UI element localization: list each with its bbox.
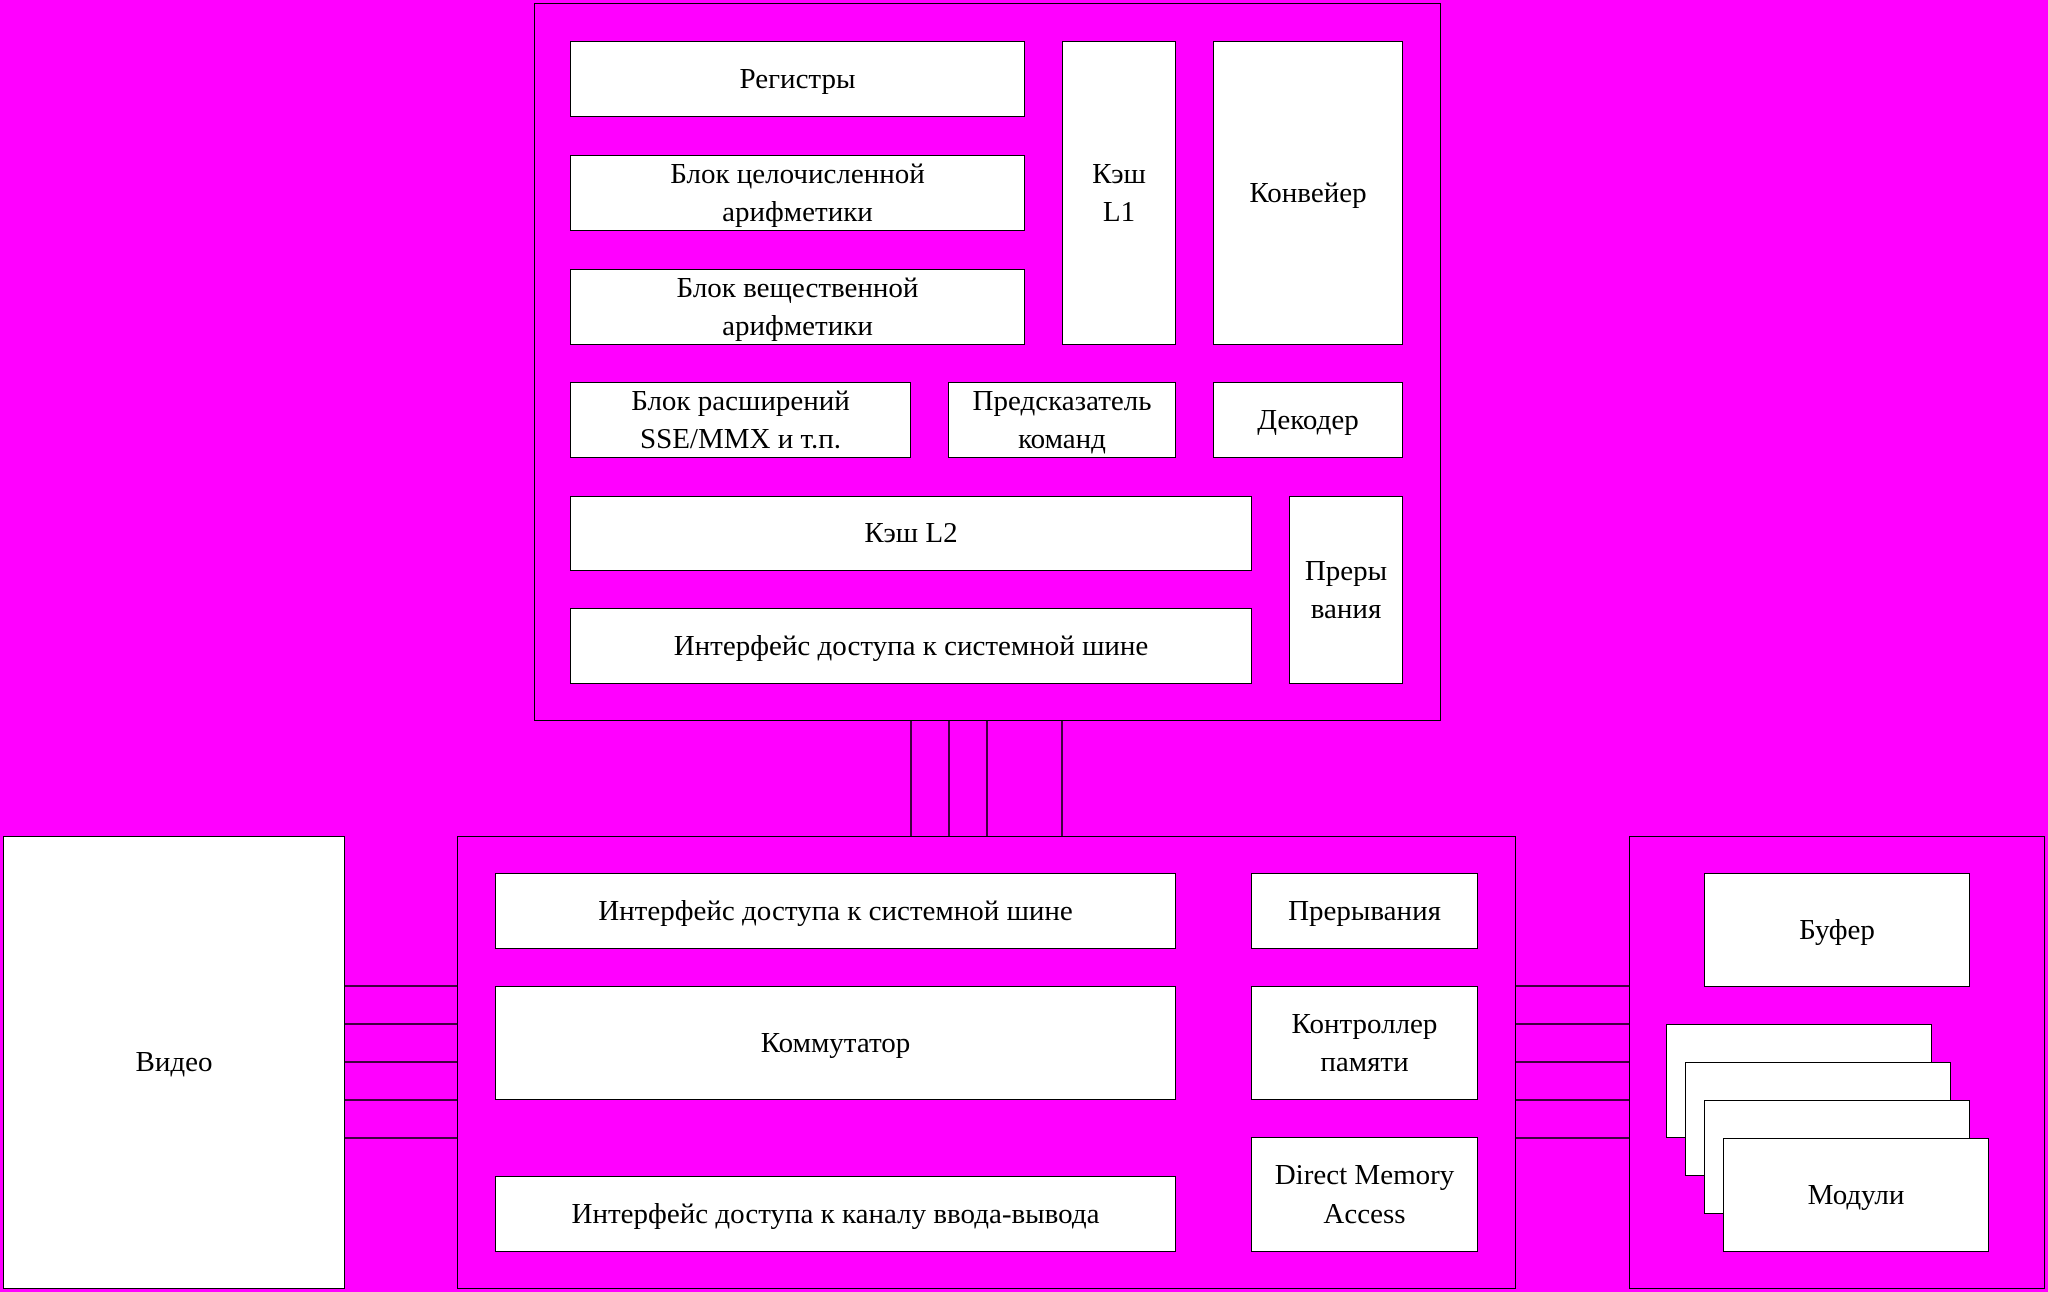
cpu-interrupts-box: Преры вания	[1289, 496, 1403, 684]
integer-unit-label: Блок целочисленной арифметики	[670, 157, 925, 228]
dma-box: Direct Memory Access	[1251, 1137, 1478, 1252]
cpu-interrupts-label: Преры вания	[1304, 554, 1388, 625]
dma-label: Direct Memory Access	[1274, 1159, 1455, 1230]
cpu-bus-interface-label: Интерфейс доступа к системной шине	[673, 629, 1149, 662]
float-unit-box: Блок вещественной арифметики	[570, 269, 1025, 345]
video-label: Видео	[135, 1046, 213, 1079]
chipset-interrupts-label: Прерывания	[1288, 894, 1441, 927]
cache-l2-label: Кэш L2	[864, 517, 958, 550]
chipset-bus-interface-label: Интерфейс доступа к системной шине	[598, 894, 1073, 927]
chipset-interrupts-box: Прерывания	[1251, 873, 1478, 949]
simd-unit-box: Блок расширений SSE/MMX и т.п.	[570, 382, 911, 458]
modules-box: Модули	[1723, 1138, 1989, 1252]
simd-unit-label: Блок расширений SSE/MMX и т.п.	[631, 384, 850, 455]
chipset-bus-interface-box: Интерфейс доступа к системной шине	[495, 873, 1176, 949]
registers-label: Регистры	[739, 62, 856, 95]
pipeline-label: Конвейер	[1249, 176, 1367, 209]
switch-label: Коммутатор	[760, 1026, 911, 1059]
io-interface-box: Интерфейс доступа к каналу ввода-вывода	[495, 1176, 1176, 1252]
cache-l1-label: Кэш L1	[1092, 157, 1146, 228]
registers-box: Регистры	[570, 41, 1025, 117]
io-interface-label: Интерфейс доступа к каналу ввода-вывода	[571, 1197, 1100, 1230]
cache-l1-box: Кэш L1	[1062, 41, 1176, 345]
pipeline-box: Конвейер	[1213, 41, 1403, 345]
switch-box: Коммутатор	[495, 986, 1176, 1100]
buffer-box: Буфер	[1704, 873, 1970, 987]
float-unit-label: Блок вещественной арифметики	[676, 271, 919, 342]
cpu-bus-interface-box: Интерфейс доступа к системной шине	[570, 608, 1252, 684]
branch-predictor-box: Предсказатель команд	[948, 382, 1176, 458]
memory-controller-box: Контроллер памяти	[1251, 986, 1478, 1100]
video-box: Видео	[3, 836, 345, 1289]
modules-label: Модули	[1807, 1178, 1905, 1211]
branch-predictor-label: Предсказатель команд	[972, 384, 1152, 455]
cache-l2-box: Кэш L2	[570, 496, 1252, 571]
integer-unit-box: Блок целочисленной арифметики	[570, 155, 1025, 231]
memory-controller-label: Контроллер памяти	[1291, 1007, 1438, 1078]
buffer-label: Буфер	[1799, 913, 1875, 946]
decoder-label: Декодер	[1257, 403, 1359, 436]
decoder-box: Декодер	[1213, 382, 1403, 458]
